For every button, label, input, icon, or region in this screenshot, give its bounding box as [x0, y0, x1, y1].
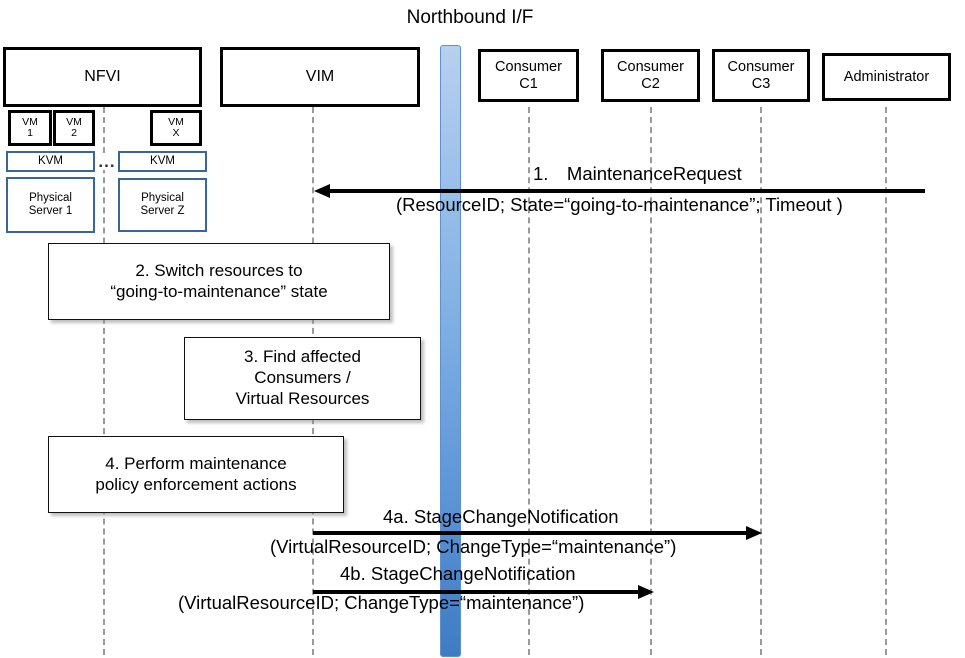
actor-consumer-c3[interactable]: Consumer C3 [712, 49, 810, 102]
vm-box-vm1-line1: VM [22, 115, 38, 128]
message-title-msg1: 1. MaintenanceRequest [533, 163, 742, 184]
actor-vim-label: VIM [305, 68, 335, 86]
vm-box-vm1-line2: 1 [27, 127, 33, 139]
step-box-step3-line3: Virtual Resources [235, 388, 370, 408]
actor-nfvi[interactable]: NFVI [3, 47, 202, 107]
northbound-interface-bar [440, 45, 461, 657]
message-arrow-head-msg4a [746, 526, 762, 540]
step-box-step2-line1: 2. Switch resources to [135, 260, 303, 280]
step-box-step3-line1: 3. Find affected [244, 347, 361, 367]
step-box-step2[interactable]: 2. Switch resources to “going-to-mainten… [48, 243, 390, 320]
diagram-title: Northbound I/F [406, 7, 534, 28]
actor-consumer-c2-line1: Consumer [617, 59, 684, 76]
step-box-step4-line2: policy enforcement actions [95, 474, 297, 494]
server-box-physical-server-1[interactable]: Physical Server 1 [6, 177, 95, 233]
message-params-msg4a: (VirtualResourceID; ChangeType=“maintena… [270, 536, 677, 557]
step-box-step2-line2: “going-to-maintenance” state [110, 281, 328, 301]
lifeline-nfvi [103, 107, 105, 655]
message-title-msg4a: 4a. StageChangeNotification [383, 506, 619, 527]
server-box-physical-server-z-line2: Server Z [140, 205, 185, 217]
vm-box-vm1[interactable]: VM 1 [8, 110, 52, 146]
actor-vim[interactable]: VIM [220, 47, 420, 107]
step-box-step4-line1: 4. Perform maintenance [105, 453, 287, 473]
message-arrow-line-msg4b [313, 590, 640, 594]
step-box-step4[interactable]: 4. Perform maintenance policy enforcemen… [48, 436, 344, 513]
actor-consumer-c2-line2: C2 [641, 75, 660, 92]
message-params-msg4b: (VirtualResourceID; ChangeType=“maintena… [178, 592, 585, 613]
lifeline-administrator [885, 107, 887, 655]
actor-consumer-c3-line1: Consumer [727, 59, 795, 76]
message-title-msg4b: 4b. StageChangeNotification [340, 563, 576, 584]
hypervisor-box-kvm2[interactable]: KVM [118, 151, 207, 172]
message-params-msg1: (ResourceID; State=“going-to-maintenance… [396, 194, 843, 215]
lifeline-consumer-c1 [528, 107, 530, 655]
hypervisor-box-kvm1[interactable]: KVM [6, 151, 95, 172]
vm-box-vmx-line1: VM [168, 115, 184, 128]
vm-box-vm2-line2: 2 [71, 127, 77, 139]
actor-administrator-label: Administrator [843, 68, 930, 85]
server-box-physical-server-1-line1: Physical [29, 192, 72, 205]
message-arrow-head-msg4b [638, 585, 654, 599]
message-arrow-line-msg1 [330, 189, 925, 193]
actor-consumer-c2[interactable]: Consumer C2 [601, 49, 700, 102]
server-box-physical-server-1-line2: Server 1 [28, 205, 73, 217]
actor-consumer-c3-line2: C3 [751, 75, 771, 92]
vm-box-vm2[interactable]: VM 2 [53, 110, 95, 146]
message-arrow-head-msg1 [314, 184, 330, 198]
actor-nfvi-label: NFVI [84, 68, 121, 86]
server-box-physical-server-z-line1: Physical [141, 192, 184, 205]
ellipsis-separator: ... [98, 152, 116, 171]
actor-administrator[interactable]: Administrator [822, 53, 951, 101]
lifeline-consumer-c2 [650, 107, 652, 655]
actor-consumer-c1[interactable]: Consumer C1 [478, 49, 579, 102]
vm-box-vmx[interactable]: VM X [150, 110, 202, 146]
message-arrow-line-msg4a [313, 531, 748, 535]
actor-consumer-c1-line2: C1 [519, 75, 538, 92]
step-box-step3-line2: Consumers / [254, 368, 351, 388]
server-box-physical-server-z[interactable]: Physical Server Z [118, 178, 207, 232]
hypervisor-box-kvm1-label: KVM [38, 155, 63, 168]
actor-consumer-c1-line1: Consumer [495, 59, 562, 76]
lifeline-consumer-c3 [760, 107, 762, 655]
hypervisor-box-kvm2-label: KVM [150, 155, 175, 168]
vm-box-vmx-line2: X [172, 127, 180, 139]
vm-box-vm2-line1: VM [66, 115, 82, 128]
step-box-step3[interactable]: 3. Find affected Consumers / Virtual Res… [184, 337, 421, 420]
